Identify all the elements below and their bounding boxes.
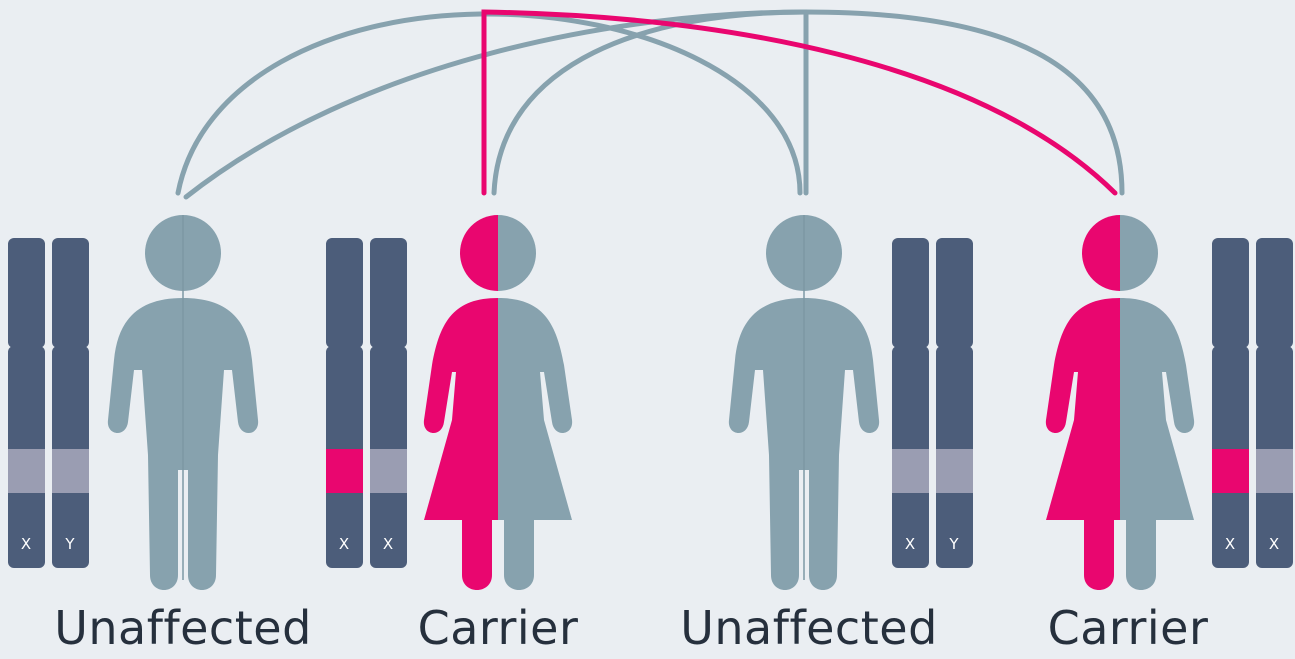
chromosome-pair: X Y <box>892 238 973 568</box>
inheritance-links <box>178 12 1122 197</box>
chromosome-letter: X <box>383 535 393 553</box>
person-3-label: Unaffected <box>659 600 959 656</box>
female-carrier-figure-icon <box>424 215 572 590</box>
gene-band-normal <box>8 449 45 493</box>
chromosome-letter: X <box>21 535 31 553</box>
chromosome-x-affected: X <box>326 238 363 568</box>
link-p1-to-p3 <box>178 14 800 193</box>
person-1-group: X Y <box>8 215 258 590</box>
gene-band-affected <box>326 449 363 493</box>
person-2-label: Carrier <box>348 600 648 656</box>
person-3-group: X Y <box>729 215 973 590</box>
person-4-label: Carrier <box>978 600 1278 656</box>
chromosome-letter: Y <box>948 535 959 553</box>
chromosome-y: Y <box>52 238 89 568</box>
female-carrier-figure-icon <box>1046 215 1194 590</box>
chromosome-x: X <box>370 238 407 568</box>
gene-band-normal <box>936 449 973 493</box>
chromosome-x: X <box>892 238 929 568</box>
person-1-label: Unaffected <box>33 600 333 656</box>
chromosome-letter: X <box>1225 535 1235 553</box>
person-2-group: X X <box>326 215 572 590</box>
chromosome-x-affected: X <box>1212 238 1249 568</box>
gene-band-normal <box>52 449 89 493</box>
person-4-group: X X <box>1046 215 1293 590</box>
chromosome-letter: X <box>1269 535 1279 553</box>
chromosome-y: Y <box>936 238 973 568</box>
gene-band-normal <box>1256 449 1293 493</box>
male-figure-icon <box>729 215 879 590</box>
chromosome-letter: X <box>905 535 915 553</box>
gene-band-normal <box>370 449 407 493</box>
male-figure-icon <box>108 215 258 590</box>
gene-band-affected <box>1212 449 1249 493</box>
chromosome-letter: X <box>339 535 349 553</box>
gene-band-normal <box>892 449 929 493</box>
chromosome-letter: Y <box>64 535 75 553</box>
chromosome-x: X <box>1256 238 1293 568</box>
chromosome-pair: X X <box>1212 238 1293 568</box>
link-p2-to-p4-affected <box>484 12 1115 193</box>
chromosome-pair: X Y <box>8 238 89 568</box>
chromosome-x: X <box>8 238 45 568</box>
chromosome-pair: X X <box>326 238 407 568</box>
